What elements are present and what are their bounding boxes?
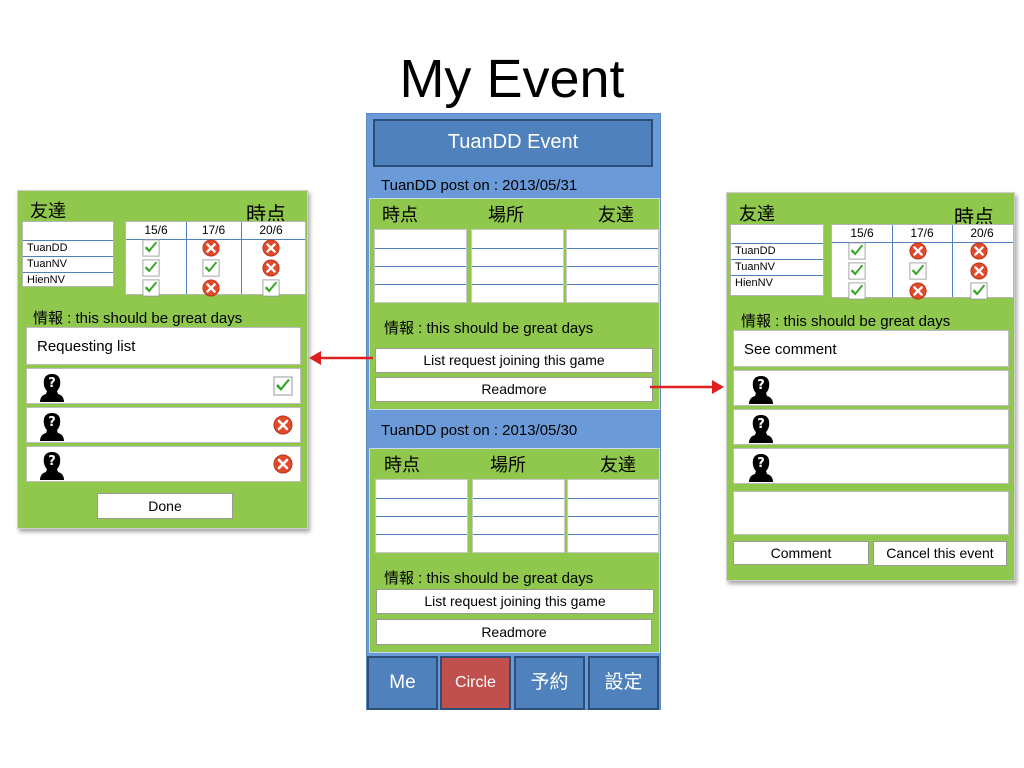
post-date-label: TuanDD post on : 2013/05/30 [381, 422, 578, 439]
place-col-header: 場所 [488, 205, 524, 225]
list-title: Requesting list [37, 338, 136, 355]
list-request-button[interactable]: List request joining this game [375, 348, 653, 373]
bottom-tab-bar: Me Circle 予約 設定 [367, 656, 660, 710]
friend-name-list: TuanDD TuanNV HienNV [730, 224, 824, 296]
page-title: My Event [399, 49, 625, 109]
comment-button[interactable]: Comment [733, 541, 869, 565]
friends-grid [567, 479, 659, 553]
comment-input[interactable] [733, 491, 1009, 535]
friends-grid [566, 229, 659, 303]
request-row[interactable] [26, 446, 301, 482]
request-row[interactable] [26, 407, 301, 443]
tab-circle[interactable]: Circle [440, 656, 511, 710]
request-row[interactable] [26, 368, 301, 404]
date-header: 15/6 [144, 223, 168, 237]
tab-settings[interactable]: 設定 [588, 656, 659, 710]
post-card: 時点 場所 友達 情報 : this should be great days … [369, 198, 660, 410]
event-info: 情報 : this should be great days [384, 570, 594, 587]
comment-row [733, 448, 1009, 484]
place-col-header: 場所 [490, 455, 526, 475]
time-col-header: 時点 [384, 455, 420, 475]
post-date-label: TuanDD post on : 2013/05/31 [381, 177, 578, 194]
list-request-button[interactable]: List request joining this game [376, 589, 654, 614]
list-title-row: See comment [733, 330, 1009, 367]
date-header: 20/6 [970, 226, 994, 240]
friend-name: HienNV [23, 272, 113, 288]
friends-col-header: 友達 [598, 205, 634, 225]
friends-label: 友達 [739, 204, 775, 224]
time-grid [375, 479, 468, 553]
date-header: 15/6 [850, 226, 874, 240]
time-col-header: 時点 [382, 205, 418, 225]
time-grid [374, 229, 467, 303]
event-info: 情報 : this should be great days [33, 310, 243, 327]
time-label: 時点 [954, 207, 994, 229]
cancel-event-button[interactable]: Cancel this event [873, 541, 1007, 566]
time-label: 時点 [246, 204, 286, 226]
comment-panel: 友達 時点 TuanDD TuanNV HienNV 15/6 17/6 20/… [726, 192, 1015, 581]
date-header: 17/6 [910, 226, 934, 240]
event-info: 情報 : this should be great days [384, 320, 594, 337]
post-card: 時点 場所 友達 情報 : this should be great days … [369, 448, 660, 653]
red-arrow-icon [650, 380, 724, 394]
done-button[interactable]: Done [97, 493, 233, 519]
comment-row [733, 409, 1009, 445]
readmore-button[interactable]: Readmore [375, 377, 653, 402]
place-grid [471, 229, 564, 303]
friend-name: TuanDD [731, 243, 823, 259]
place-grid [472, 479, 565, 553]
date-header: 20/6 [259, 223, 283, 237]
friend-name: TuanDD [23, 240, 113, 256]
friend-name: HienNV [731, 275, 823, 291]
friends-col-header: 友達 [600, 455, 636, 475]
friend-name: TuanNV [23, 256, 113, 272]
list-title-row: Requesting list [26, 327, 301, 365]
requesting-list-panel: 友達 時点 TuanDD TuanNV HienNV 15/6 17/6 20/… [17, 190, 308, 529]
readmore-button[interactable]: Readmore [376, 619, 652, 645]
event-info: 情報 : this should be great days [741, 313, 951, 330]
friend-name-list: TuanDD TuanNV HienNV [22, 221, 114, 287]
event-header: TuanDD Event [373, 119, 653, 167]
red-arrow-icon [309, 351, 373, 365]
friends-label: 友達 [30, 201, 66, 221]
friend-name: TuanNV [731, 259, 823, 275]
event-screen: TuanDD Event TuanDD post on : 2013/05/31… [366, 113, 661, 710]
comment-row [733, 370, 1009, 406]
tab-reservation[interactable]: 予約 [514, 656, 585, 710]
list-title: See comment [744, 341, 837, 358]
tab-me[interactable]: Me [367, 656, 438, 710]
date-header: 17/6 [201, 223, 226, 237]
